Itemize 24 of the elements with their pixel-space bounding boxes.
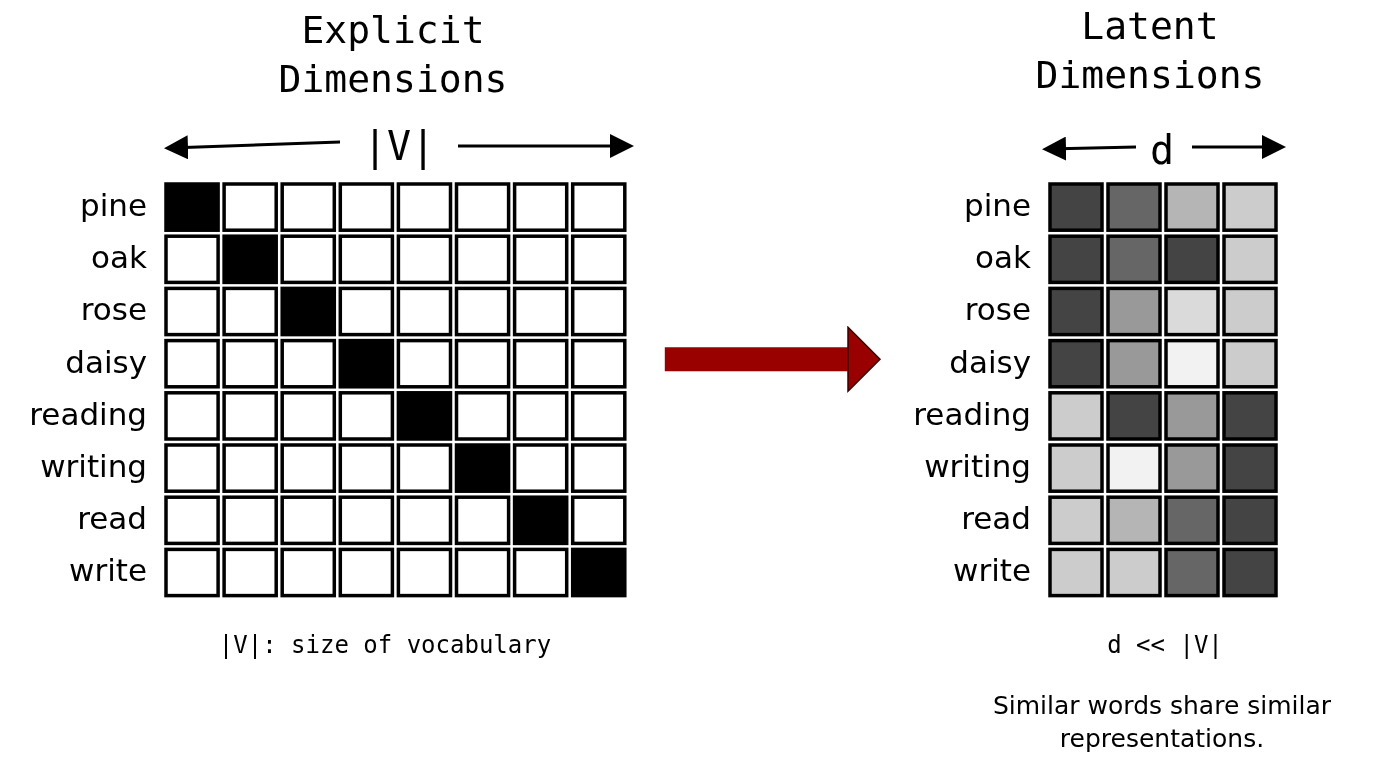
row-label: write [953, 552, 1031, 590]
note: Similar words share similar representations. [991, 690, 1333, 755]
heading: Explicit Dimensions [277, 7, 509, 104]
row-label: writing [924, 448, 1031, 486]
row-label: rose [80, 291, 147, 329]
arrow [664, 326, 881, 393]
row-label: writing [40, 448, 147, 486]
row-label: pine [80, 187, 147, 225]
row-label: reading [29, 395, 147, 433]
row-label: read [961, 500, 1031, 538]
row-label: rose [964, 291, 1031, 329]
row-label: oak [91, 239, 147, 277]
row-label: write [69, 552, 147, 590]
row-label: daisy [949, 343, 1031, 381]
row-label: oak [975, 239, 1031, 277]
row-label: daisy [65, 343, 147, 381]
row-label: reading [913, 395, 1031, 433]
row-label: read [77, 500, 147, 538]
caption: |V|: size of vocabulary [218, 630, 552, 661]
heading: Latent Dimensions [1034, 3, 1266, 100]
dimension-symbol: |V| [362, 122, 436, 172]
row-label: pine [964, 187, 1031, 225]
caption: d << |V| [1107, 630, 1223, 661]
dimension-symbol: d [1149, 126, 1175, 175]
